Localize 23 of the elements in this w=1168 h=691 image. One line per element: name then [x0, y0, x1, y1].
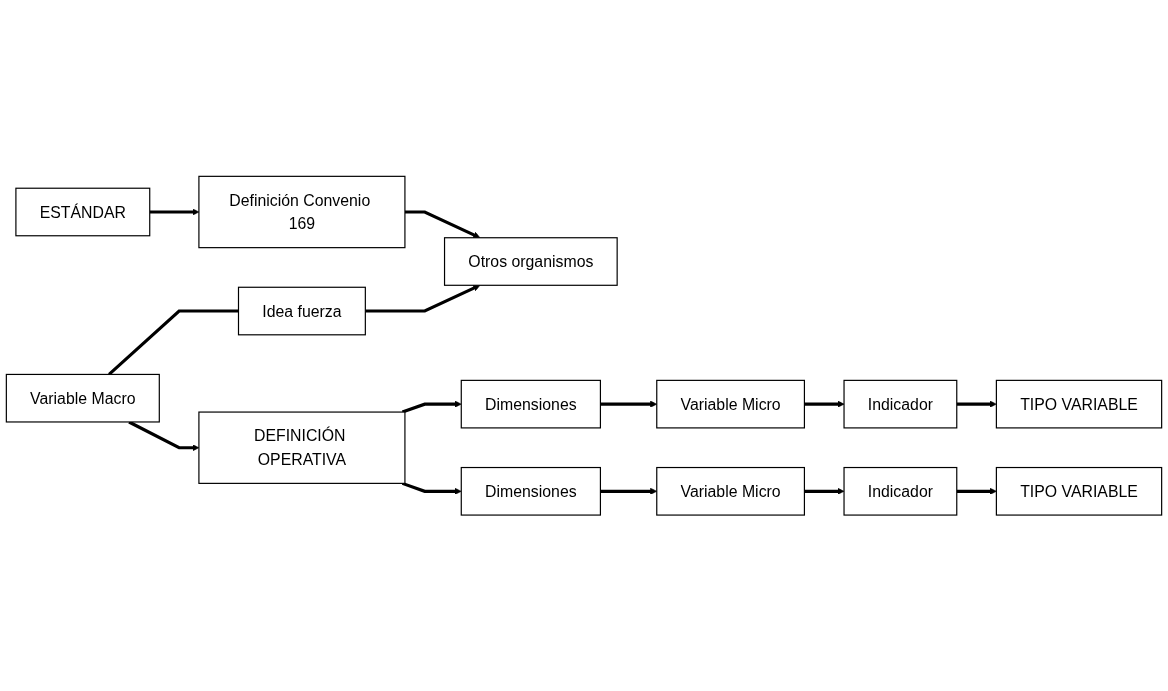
node-box: Variable Micro — [656, 379, 805, 429]
node-box: Dimensiones — [460, 379, 601, 429]
arrow — [365, 284, 481, 313]
node-box: Idea fuerza — [237, 286, 366, 336]
node-box: Dimensiones — [460, 466, 601, 516]
arrow — [804, 400, 845, 408]
node-box: Indicador — [843, 379, 958, 429]
arrow — [404, 210, 481, 239]
arrow — [956, 487, 997, 495]
node-box: ESTÁNDAR — [15, 187, 151, 237]
node-box: Variable Macro — [5, 373, 160, 423]
node-box: Variable Micro — [656, 466, 805, 516]
node-box: TIPO VARIABLE — [995, 466, 1163, 516]
node-box: Otros organismos — [443, 236, 618, 286]
connector — [108, 309, 239, 376]
node-box: Definición Convenio 169 — [198, 175, 406, 249]
arrow — [956, 400, 997, 408]
node-box: TIPO VARIABLE — [995, 379, 1163, 429]
node-box: DEFINICIÓN OPERATIVA — [198, 411, 406, 484]
arrow — [401, 400, 462, 414]
node-box: Indicador — [843, 466, 958, 516]
arrow — [401, 481, 462, 495]
arrow — [804, 487, 845, 495]
